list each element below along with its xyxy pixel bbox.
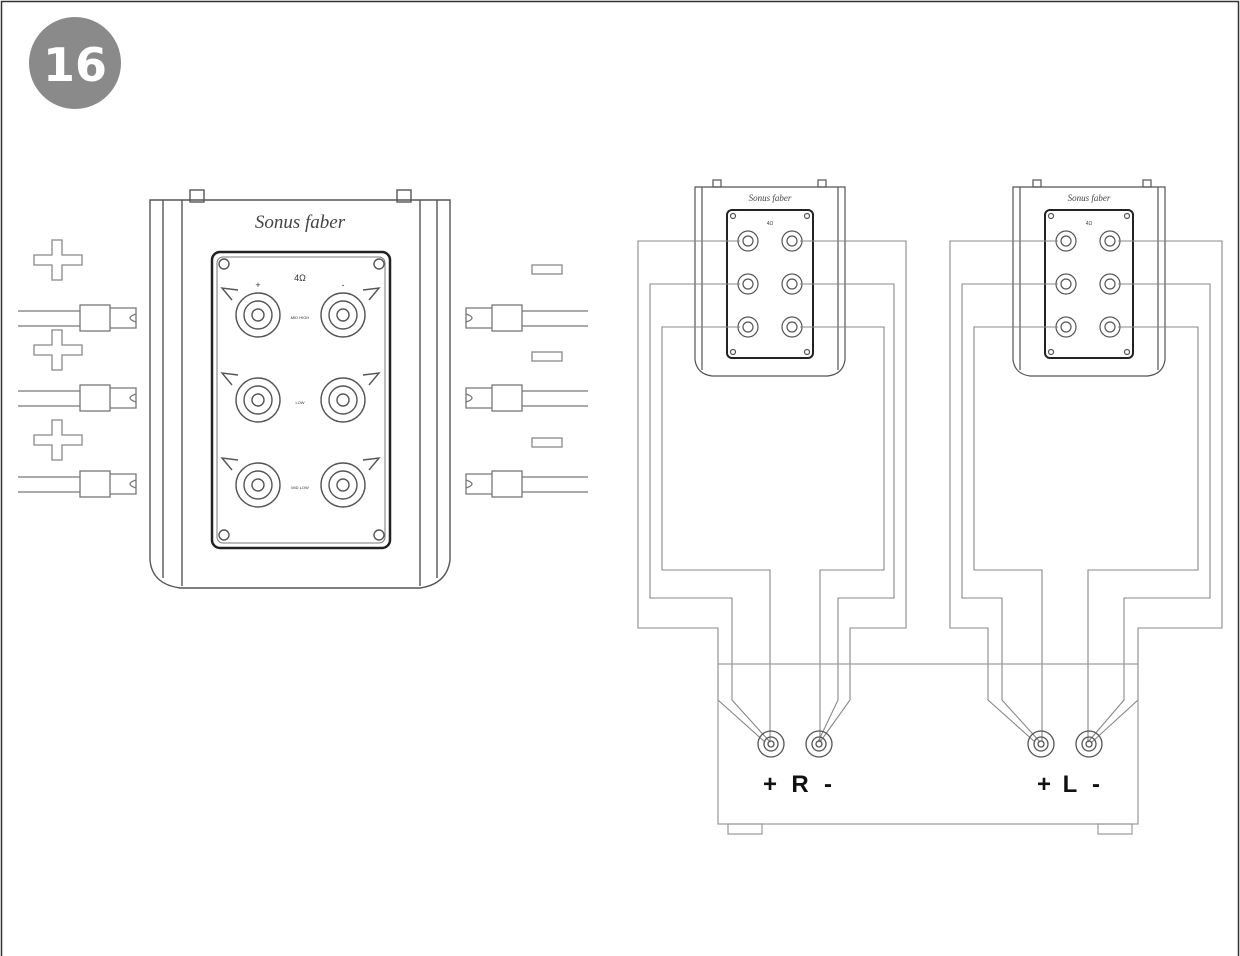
amplifier-foot-right xyxy=(1097,823,1133,835)
amp-left-minus-label: - xyxy=(1092,771,1100,798)
terminal-plus-label: + xyxy=(255,280,260,290)
binding-post-row-3 xyxy=(220,457,381,508)
step-number: 16 xyxy=(43,38,107,92)
binding-post-row-1 xyxy=(220,287,381,338)
small-speaker-right-channel xyxy=(694,179,846,377)
amp-right-plus-terminal xyxy=(757,730,785,758)
speaker-housing xyxy=(149,199,451,589)
amp-left-plus-terminal xyxy=(1027,730,1055,758)
right-cables xyxy=(465,304,588,498)
plate-screw-2 xyxy=(373,258,385,270)
amplifier-foot-left xyxy=(727,823,763,835)
terminal-minus-label: - xyxy=(342,280,345,290)
terminal-plate-inner xyxy=(216,256,386,544)
wiring-right-channel xyxy=(637,240,907,743)
small-speaker-2-brand: Sonus faber xyxy=(1068,193,1111,203)
amplifier-body xyxy=(717,663,1139,825)
step-badge-circle xyxy=(29,17,121,109)
amp-right-minus-terminal xyxy=(805,730,833,758)
amplifier-terminals xyxy=(757,730,1103,758)
step-badge: 16 xyxy=(29,17,121,109)
binding-post-row-2 xyxy=(220,372,381,423)
small-speaker-2-impedance: 4Ω xyxy=(1086,221,1093,227)
wiring-left-channel xyxy=(949,240,1223,743)
plus-sign-icon xyxy=(33,239,83,461)
plate-screw-1 xyxy=(218,258,230,270)
small-speaker-1-impedance: 4Ω xyxy=(767,221,774,227)
amplifier xyxy=(717,663,1139,835)
row-label-low: LOW xyxy=(295,400,304,405)
row-label-mid-high: MID HIGH xyxy=(291,315,310,320)
speaker-terminal-detail xyxy=(149,189,451,589)
left-cables xyxy=(18,304,137,498)
amp-right-channel-label: R xyxy=(791,771,808,798)
plate-screw-4 xyxy=(373,529,385,541)
plate-screw-3 xyxy=(218,529,230,541)
small-speaker-1-brand: Sonus faber xyxy=(749,193,792,203)
amp-right-minus-label: - xyxy=(824,771,832,798)
amp-left-channel-label: L xyxy=(1063,771,1078,798)
speaker-brand-logo: Sonus faber xyxy=(255,212,346,233)
amp-right-plus-label: + xyxy=(763,771,777,798)
top-screw-right xyxy=(396,189,412,203)
row-label-mid-low: MID LOW xyxy=(291,485,309,490)
amp-left-plus-label: + xyxy=(1037,771,1051,798)
terminal-plate xyxy=(210,250,392,550)
amp-left-minus-terminal xyxy=(1075,730,1103,758)
minus-sign-icon xyxy=(531,264,563,448)
small-speaker-left-channel xyxy=(1012,179,1166,377)
top-screw-left xyxy=(189,189,205,203)
impedance-label: 4Ω xyxy=(294,273,306,283)
